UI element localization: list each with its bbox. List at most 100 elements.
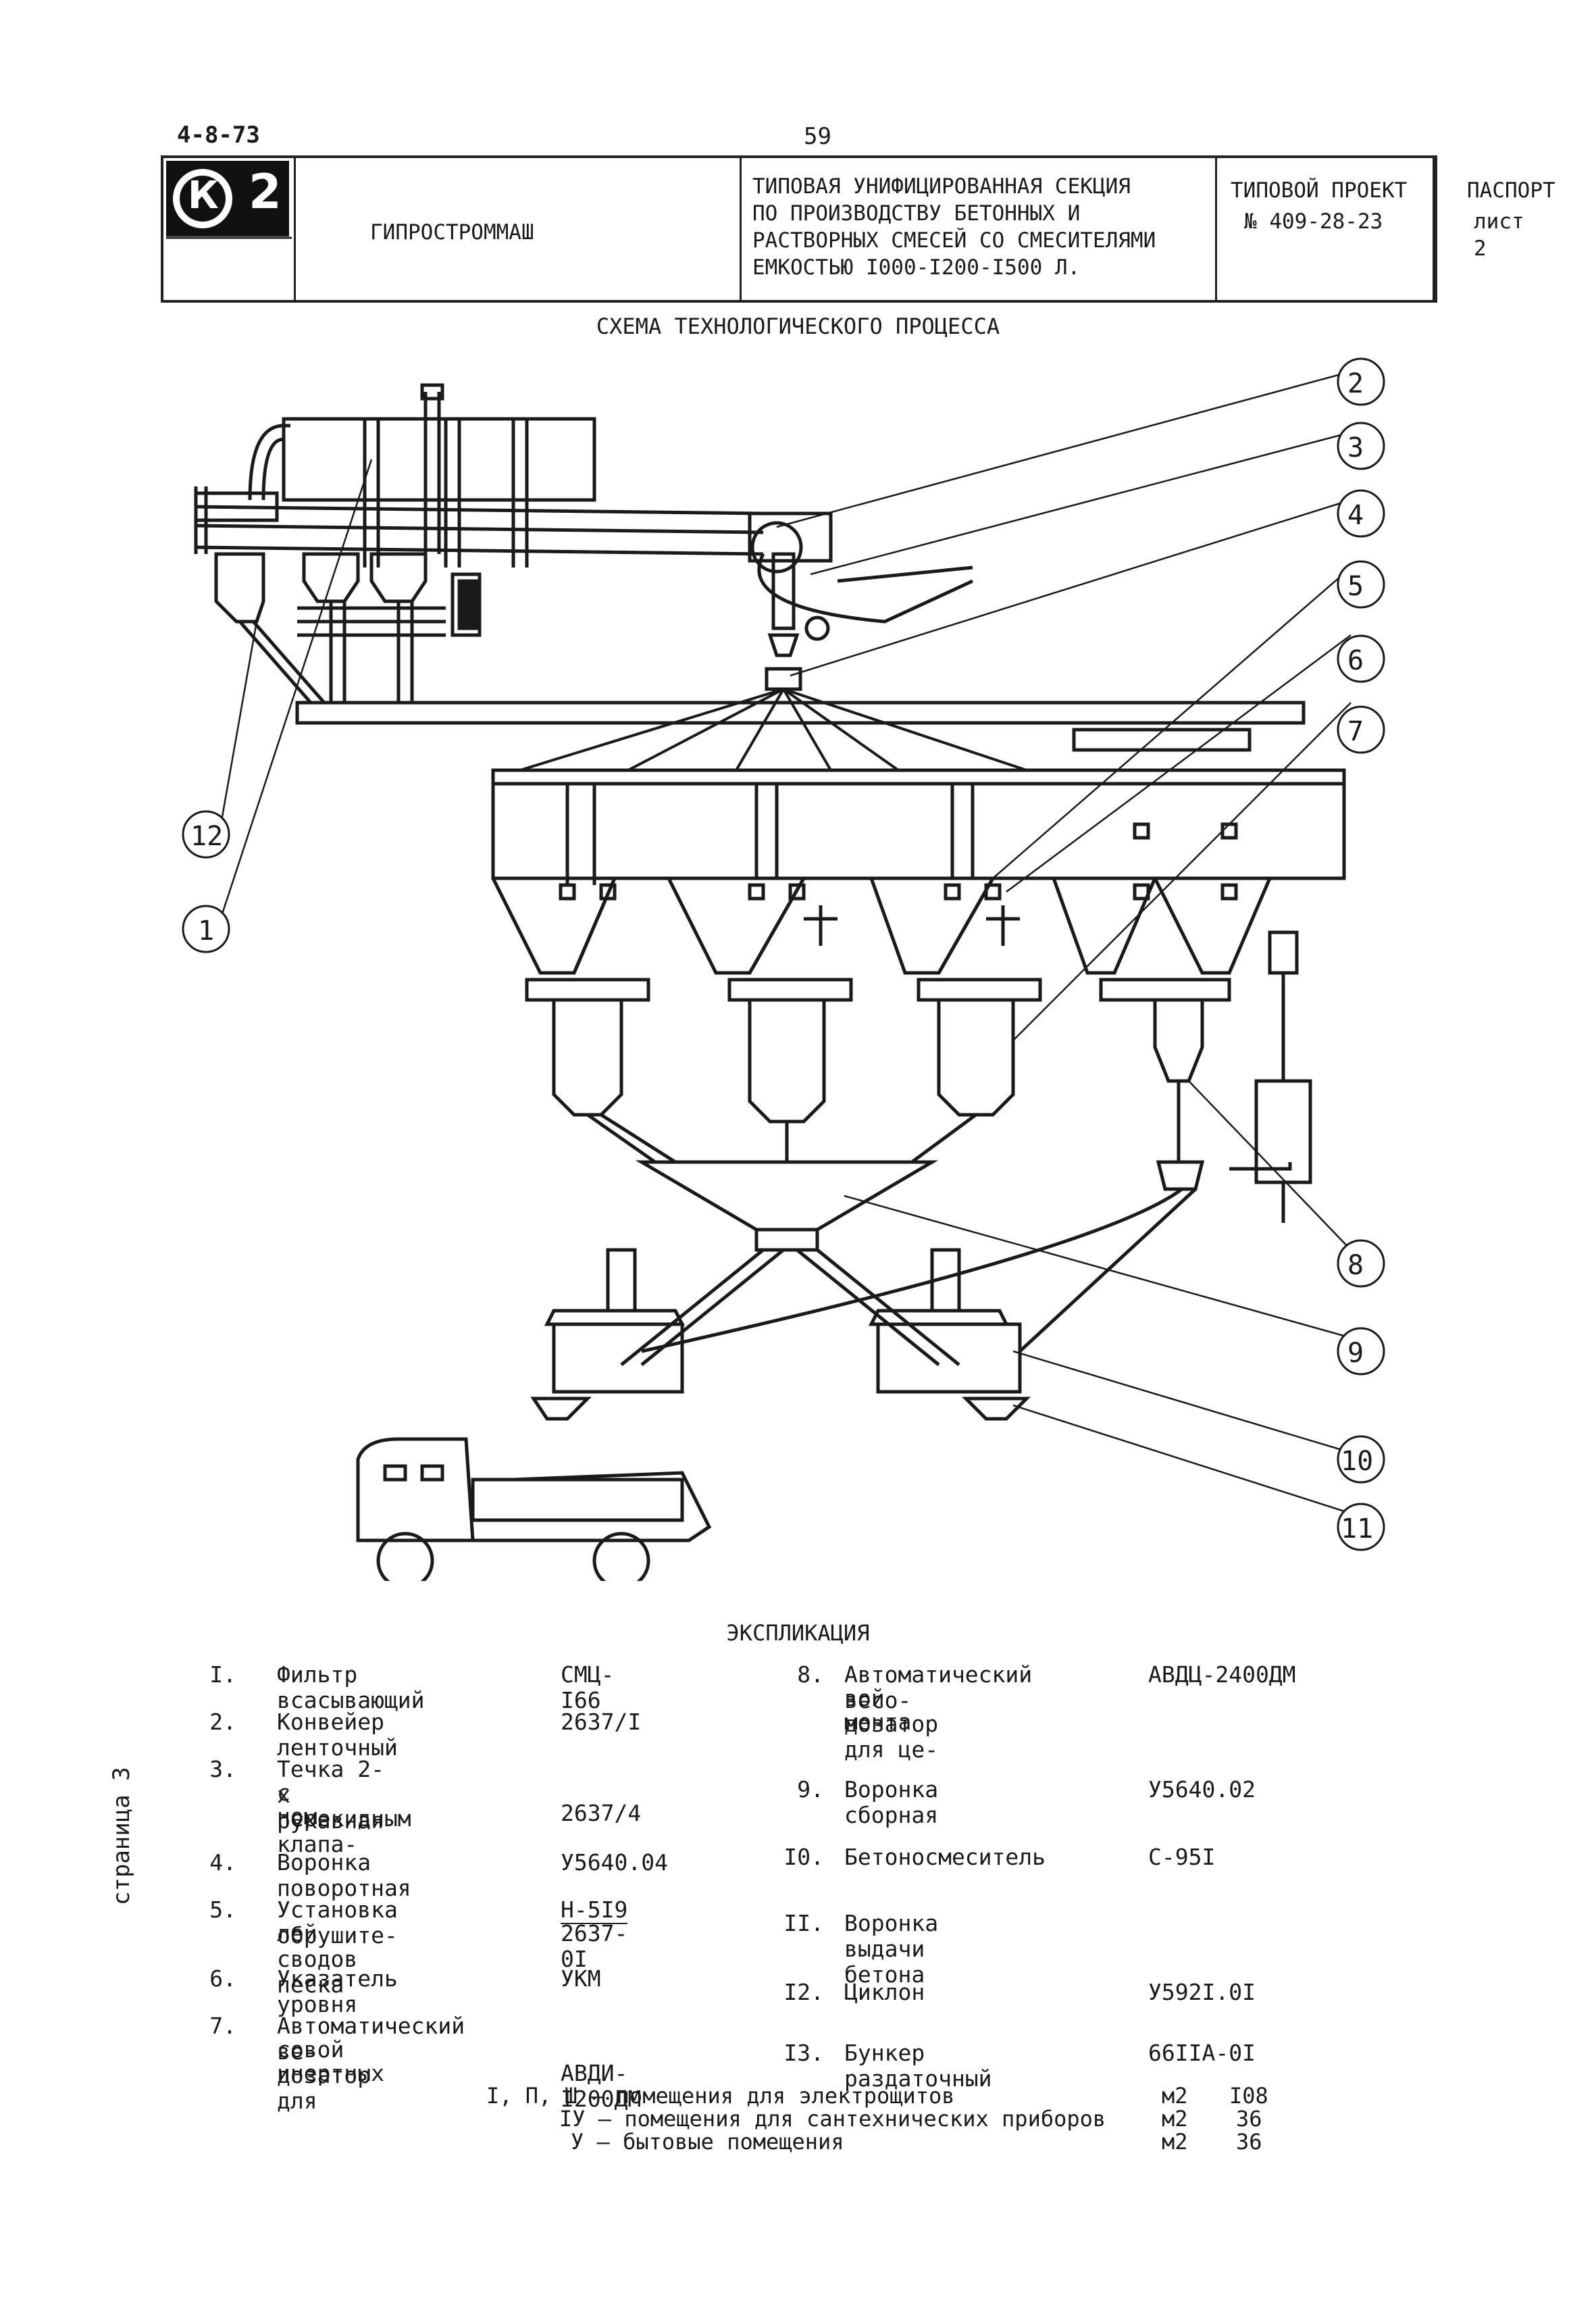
item-number: I2. bbox=[783, 1979, 824, 2005]
callout-10: 10 bbox=[1341, 1446, 1374, 1477]
callout-7: 7 bbox=[1347, 716, 1364, 747]
page-number: 59 bbox=[804, 123, 831, 150]
room-value-2: 36 bbox=[1236, 2106, 1262, 2132]
item-number: II. bbox=[783, 1910, 824, 1936]
logo-cell: К 2 bbox=[163, 158, 296, 300]
callout-1: 1 bbox=[198, 915, 215, 947]
item-name: Бетоносмеситель bbox=[844, 1844, 1046, 1870]
item-name: совой дозатор для bbox=[277, 2036, 371, 2114]
document-type: ПАСПОРТ bbox=[1467, 178, 1555, 203]
callout-3: 3 bbox=[1347, 432, 1364, 463]
collecting-funnel bbox=[586, 1113, 1292, 1366]
scheme-title: СХЕМА ТЕХНОЛОГИЧЕСКОГО ПРОЦЕССА bbox=[596, 313, 1000, 339]
item-name: лей сводов песка bbox=[277, 1920, 358, 1998]
item-code: СМЦ-I66 bbox=[561, 1661, 615, 1713]
document-code: 4-8-73 bbox=[177, 122, 260, 149]
item-name: Автоматический ве- bbox=[277, 2013, 465, 2065]
project-title-line-1: ТИПОВАЯ УНИФИЦИРОВАННАЯ СЕКЦИЯ bbox=[752, 174, 1131, 199]
upper-platform bbox=[1072, 728, 1252, 752]
logo-letter: К bbox=[188, 174, 219, 218]
belt-conveyor bbox=[195, 505, 974, 641]
item-number: 7. bbox=[209, 2013, 236, 2039]
callout-6: 6 bbox=[1347, 645, 1364, 676]
item-number: 2. bbox=[209, 1709, 236, 1735]
rotary-funnel bbox=[519, 552, 1027, 772]
callout-4: 4 bbox=[1347, 500, 1364, 531]
side-page-label: страница 3 bbox=[108, 1767, 135, 1905]
item-number: I3. bbox=[783, 2040, 824, 2066]
item-name: Установка обрушите- bbox=[277, 1896, 398, 1948]
project-number-cell: ТИПОВОЙ ПРОЕКТ № 409-28-23 bbox=[1217, 158, 1435, 300]
project-number: № 409-28-23 bbox=[1244, 209, 1383, 234]
leader-lines bbox=[215, 370, 1352, 1515]
callout-circles bbox=[182, 357, 1385, 1551]
item-name: ном bbox=[277, 1803, 317, 1830]
callout-8: 8 bbox=[1347, 1250, 1364, 1281]
cement-doser bbox=[1254, 930, 1312, 1223]
item-name: Воронка сборная bbox=[844, 1776, 939, 1828]
transfer-gallery bbox=[295, 701, 1306, 725]
item-number: 6. bbox=[209, 1965, 236, 1992]
item-code: У592I.0I bbox=[1148, 1979, 1256, 2005]
item-number: I0. bbox=[783, 1844, 824, 1870]
sheet-cell bbox=[1435, 158, 1439, 300]
item-name: Бункер раздаточный bbox=[844, 2040, 992, 2092]
cement-silo-area bbox=[194, 417, 596, 568]
item-name: Воронка поворотная bbox=[277, 1849, 411, 1901]
item-name: Течка 2-х рукавная bbox=[277, 1756, 384, 1834]
item-name: Автоматический весо- bbox=[844, 1661, 1033, 1713]
explication-title: ЭКСПЛИКАЦИЯ bbox=[726, 1620, 870, 1646]
cyclone-and-bunkers-top bbox=[214, 383, 482, 704]
room-row-3: У – бытовые помещения bbox=[571, 2129, 844, 2155]
item-name: Фильтр всасывающий bbox=[277, 1661, 425, 1713]
title-block: К 2 ГИПРОСТРОММАШ ТИПОВАЯ УНИФИЦИРОВАННА… bbox=[161, 155, 1555, 303]
item-code: АВДЦ-2400ДМ bbox=[1148, 1661, 1296, 1688]
item-code: У5640.04 bbox=[561, 1849, 668, 1876]
item-name: Указатель уровня bbox=[277, 1965, 398, 2017]
room-unit-2: м2 bbox=[1162, 2106, 1188, 2132]
callout-5: 5 bbox=[1347, 571, 1364, 602]
item-code: 2637/I bbox=[561, 1709, 642, 1735]
item-name: Конвейер ленточный bbox=[277, 1709, 398, 1761]
item-number: 5. bbox=[209, 1896, 236, 1923]
item-code: У5640.02 bbox=[1148, 1776, 1256, 1803]
item-code: АВДИ-I200ДМ bbox=[561, 2060, 642, 2112]
item-number: 3. bbox=[209, 1756, 236, 1782]
room-unit-3: м2 bbox=[1162, 2129, 1188, 2155]
organization-name: ГИПРОСТРОММАШ bbox=[370, 220, 534, 245]
logo-digit: 2 bbox=[249, 164, 282, 220]
organization-cell: ГИПРОСТРОММАШ bbox=[296, 158, 742, 300]
item-name: Воронка выдачи бетона bbox=[844, 1910, 939, 1988]
callout-11: 11 bbox=[1341, 1513, 1374, 1544]
organization-logo bbox=[166, 161, 292, 239]
item-code: Н-5I9 bbox=[561, 1896, 628, 1924]
room-row-1: I, П, Ш – помещения для электрощитов bbox=[486, 2083, 955, 2109]
project-title-line-4: ЕМКОСТЬЮ I000-I200-I500 Л. bbox=[752, 255, 1081, 280]
item-code: С-95I bbox=[1148, 1844, 1216, 1870]
concrete-mixers bbox=[530, 1248, 1031, 1421]
item-name: мента bbox=[844, 1709, 912, 1735]
callout-9: 9 bbox=[1347, 1338, 1364, 1369]
item-name: с перекидным клапа- bbox=[277, 1780, 411, 1857]
callout-2: 2 bbox=[1347, 368, 1364, 399]
project-title-line-3: РАСТВОРНЫХ СМЕСЕЙ СО СМЕСИТЕЛЯМИ bbox=[752, 228, 1156, 253]
item-number: I. bbox=[209, 1661, 236, 1688]
project-title-cell: ТИПОВАЯ УНИФИЦИРОВАННАЯ СЕКЦИЯ ПО ПРОИЗВ… bbox=[742, 158, 1217, 300]
item-number: 4. bbox=[209, 1849, 236, 1876]
item-number: 8. bbox=[797, 1661, 824, 1688]
item-code: 2637/4 bbox=[561, 1800, 642, 1826]
item-number: 9. bbox=[797, 1776, 824, 1803]
aggregate-dosers bbox=[525, 978, 1231, 1191]
item-name: инертных bbox=[277, 2060, 384, 2086]
callout-12: 12 bbox=[190, 821, 224, 852]
room-row-2: IУ – помещения для сантехнических прибор… bbox=[559, 2106, 1106, 2132]
bunker-bank bbox=[491, 768, 1346, 975]
item-name: вой дозатор для це- bbox=[844, 1685, 939, 1763]
dump-truck bbox=[356, 1437, 712, 1581]
room-value-3: 36 bbox=[1236, 2129, 1262, 2155]
item-code: 66IIА-0I bbox=[1148, 2040, 1256, 2066]
item-name: Циклон bbox=[844, 1979, 925, 2005]
room-unit-1: м2 bbox=[1162, 2083, 1188, 2109]
sheet-number: лист 2 bbox=[1474, 209, 1524, 261]
room-value-1: I08 bbox=[1229, 2083, 1268, 2109]
